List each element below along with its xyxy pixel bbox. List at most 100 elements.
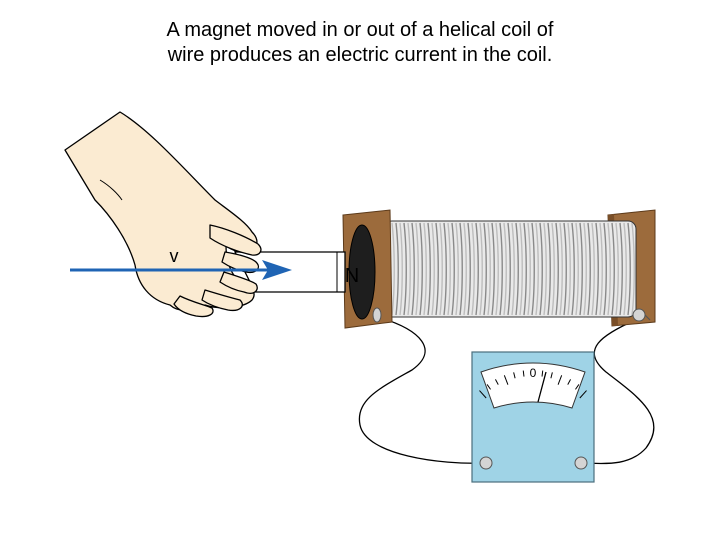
left-lead-wire [358, 317, 487, 464]
coil-turn [615, 222, 619, 316]
meter-tick [486, 384, 491, 390]
coil-turn [619, 222, 623, 316]
coil-turn [439, 222, 443, 316]
coil-turn [487, 222, 491, 316]
meter-tick [513, 372, 516, 379]
coil-turn [467, 222, 471, 316]
caption: A magnet moved in or out of a helical co… [0, 18, 720, 68]
meter-tick [503, 375, 509, 385]
coil-turn [463, 222, 467, 316]
coil-turn [479, 222, 483, 316]
coil-turn [543, 222, 547, 316]
coil-turn [451, 222, 455, 316]
coil-turn [559, 222, 563, 316]
coil-windings [387, 222, 635, 316]
meter-scale-ticks [479, 370, 587, 399]
coil-turn [531, 222, 535, 316]
coil-turn [491, 222, 495, 316]
coil-turn [519, 222, 523, 316]
coil-turn [407, 222, 411, 316]
coil-turn [403, 222, 407, 316]
coil-turn [447, 222, 451, 316]
coil-turn [555, 222, 559, 316]
bar-magnet: N [233, 251, 359, 293]
coil-turn [499, 222, 503, 316]
coil-turn [583, 222, 587, 316]
coil-turn [527, 222, 531, 316]
coil-turn [471, 222, 475, 316]
meter-tick [541, 370, 544, 377]
meter-tick [557, 375, 563, 385]
coil-turn [455, 222, 459, 316]
coil-turn [507, 222, 511, 316]
coil-turn [623, 222, 627, 316]
coil-turn [591, 222, 595, 316]
velocity-label: v [170, 246, 179, 266]
coil-turn [595, 222, 599, 316]
velocity-arrow: v [70, 246, 292, 280]
coil-turn [515, 222, 519, 316]
meter-tick [479, 390, 487, 399]
coil-turn [575, 222, 579, 316]
coil-turn [427, 222, 431, 316]
left-terminal-screw [372, 307, 382, 323]
coil-turn [579, 222, 583, 316]
right-terminal-screw [632, 308, 646, 322]
right-lead-wire [580, 317, 655, 465]
meter-tick [495, 379, 499, 385]
coil-turn [399, 222, 403, 316]
meter-dial [480, 362, 586, 409]
finger-3 [201, 289, 243, 312]
coil-turn [411, 222, 415, 316]
coil-turn [431, 222, 435, 316]
coil-turn [631, 222, 635, 316]
thumb [209, 224, 262, 256]
hand [64, 111, 262, 318]
coil-turn [627, 222, 631, 316]
coil-turn [535, 222, 539, 316]
meter-tick [579, 390, 587, 399]
meter-right-terminal [574, 456, 588, 470]
caption-line-1: A magnet moved in or out of a helical co… [166, 19, 554, 41]
coil-turn [459, 222, 463, 316]
coil-turn [563, 222, 567, 316]
coil-assembly [342, 209, 656, 329]
coil-turn [483, 222, 487, 316]
finger-4 [173, 295, 214, 318]
coil-turn [607, 222, 611, 316]
coil-turn [511, 222, 515, 316]
coil-turn [611, 222, 615, 316]
coil-turn [523, 222, 527, 316]
caption-line-2: wire produces an electric current in the… [167, 44, 553, 66]
meter-tick [575, 384, 580, 390]
coil-turn [539, 222, 543, 316]
north-pole-label: N [345, 265, 359, 287]
coil-turn [495, 222, 499, 316]
coil-turn [567, 222, 571, 316]
coil-turn [587, 222, 591, 316]
meter-left-terminal [479, 456, 493, 470]
coil-turn [443, 222, 447, 316]
meter-tick [550, 372, 553, 379]
coil-turn [423, 222, 427, 316]
coil-turn [551, 222, 555, 316]
coil-turn [547, 222, 551, 316]
coil-turn [435, 222, 439, 316]
finger-2 [219, 271, 258, 294]
coil-turn [415, 222, 419, 316]
meter-zero-label: 0 [530, 366, 537, 380]
galvanometer: 0 [471, 351, 595, 483]
coil-turn [395, 222, 399, 316]
coil-turn [603, 222, 607, 316]
coil-bore [348, 224, 376, 320]
coil-turn [599, 222, 603, 316]
coil-turn [419, 222, 423, 316]
coil-turn [571, 222, 575, 316]
coil-turn [475, 222, 479, 316]
coil-turn [503, 222, 507, 316]
meter-needle [537, 371, 547, 403]
meter-tick [567, 379, 571, 385]
meter-tick [522, 370, 525, 377]
coil-turn [391, 222, 395, 316]
